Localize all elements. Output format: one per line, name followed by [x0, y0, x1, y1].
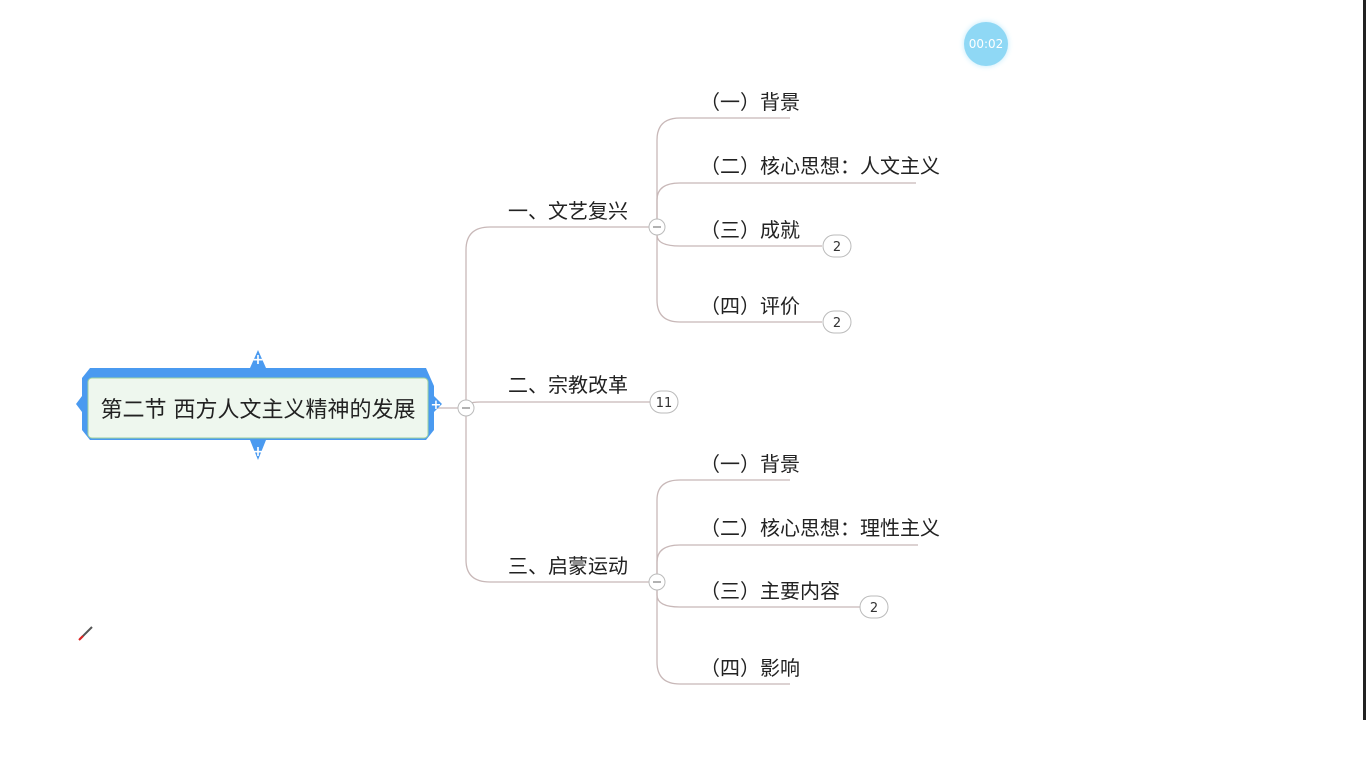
connector [656, 227, 822, 323]
subtopic[interactable]: （二）核心思想：人文主义 [700, 154, 940, 178]
root-node[interactable]: 第二节 西方人文主义精神的发展 + + + [76, 350, 442, 460]
svg-text:2: 2 [833, 240, 841, 255]
svg-text:11: 11 [656, 396, 673, 411]
minus-circle-icon[interactable] [457, 399, 475, 417]
collapsed-count-badge[interactable]: 2 [822, 234, 852, 258]
timer-badge: 00:02 [964, 22, 1008, 66]
collapsed-count-badge[interactable]: 2 [822, 310, 852, 334]
minus-circle-icon[interactable] [648, 573, 666, 591]
minus-circle-icon[interactable] [648, 218, 666, 236]
subtopic[interactable]: （四）评价 [700, 294, 800, 318]
topic-reformation[interactable]: 二、宗教改革 [508, 373, 628, 397]
subtopic[interactable]: （四）影响 [700, 656, 800, 680]
subtopic[interactable]: （一）背景 [700, 452, 800, 476]
collapsed-count-badge[interactable]: 11 [649, 390, 679, 414]
svg-text:2: 2 [833, 316, 841, 331]
connector [656, 117, 790, 227]
connector [656, 182, 916, 227]
subtopic[interactable]: （三）主要内容 [700, 579, 840, 603]
window-edge [1363, 0, 1366, 720]
add-topic-icon[interactable]: + [252, 444, 264, 460]
connector [465, 401, 650, 409]
connector [656, 582, 790, 685]
root-label: 第二节 西方人文主义精神的发展 [101, 398, 416, 423]
add-topic-icon[interactable]: + [252, 352, 264, 368]
add-topic-icon[interactable]: + [431, 398, 442, 413]
connector [656, 479, 790, 582]
subtopic[interactable]: （一）背景 [700, 90, 800, 114]
subtopic[interactable]: （三）成就 [700, 218, 800, 242]
collapsed-count-badge[interactable]: 2 [859, 595, 889, 619]
connector [465, 408, 650, 583]
topic-renaissance[interactable]: 一、文艺复兴 [508, 199, 628, 223]
pen-cursor-icon [78, 626, 93, 641]
topic-enlightenment[interactable]: 三、启蒙运动 [508, 554, 628, 578]
connector [656, 544, 918, 582]
svg-text:2: 2 [870, 601, 878, 616]
subtopic[interactable]: （二）核心思想：理性主义 [700, 516, 940, 540]
connector [465, 226, 650, 408]
